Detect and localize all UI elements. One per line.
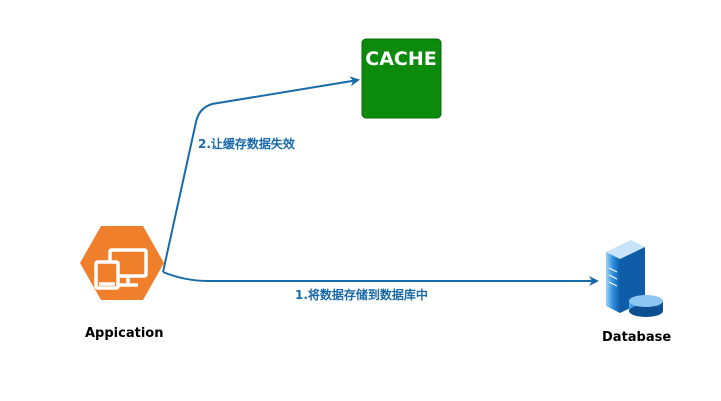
cache-label: CACHE bbox=[365, 48, 436, 70]
edge-invalidate-cache bbox=[162, 76, 360, 273]
database-label: Database bbox=[602, 330, 672, 345]
cache-node: CACHE bbox=[361, 38, 442, 119]
database-server-icon bbox=[606, 240, 663, 317]
application-label: Appication bbox=[85, 326, 164, 341]
application-hexagon bbox=[80, 226, 164, 300]
edge-invalidate-label: 2.让缓存数据失效 bbox=[198, 137, 295, 151]
edge-store-label: 1.将数据存储到数据库中 bbox=[295, 288, 428, 302]
edge-store-database bbox=[162, 271, 599, 286]
desktop-monitors-icon bbox=[94, 248, 148, 290]
application-node bbox=[80, 226, 164, 300]
database-node bbox=[606, 240, 663, 317]
